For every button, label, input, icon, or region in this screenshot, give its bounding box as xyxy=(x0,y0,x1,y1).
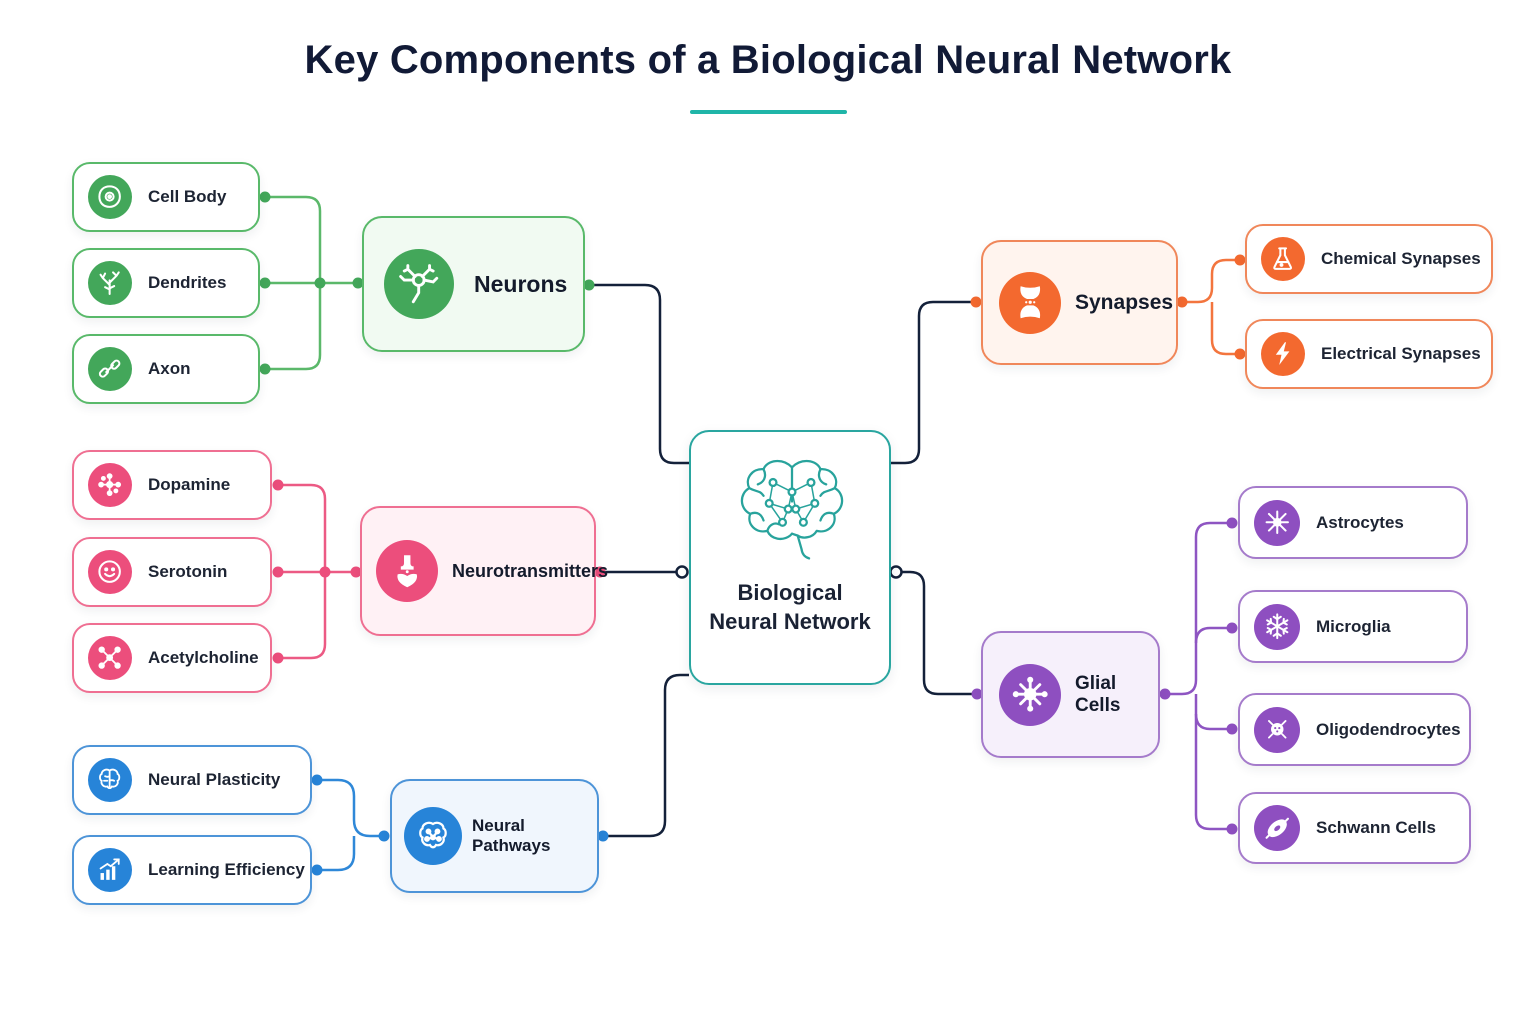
hub-label: Neural Pathways xyxy=(472,816,551,855)
central-node[interactable]: Biological Neural Network xyxy=(689,430,891,685)
leaf-acetylcholine[interactable]: Acetylcholine xyxy=(72,623,272,693)
hub-neurons[interactable]: Neurons xyxy=(362,216,585,352)
title-underline xyxy=(690,110,847,114)
leaf-label: Cell Body xyxy=(148,187,227,206)
molecule-icon xyxy=(88,636,132,680)
brain-network-icon xyxy=(740,459,844,560)
glial-connectors xyxy=(1165,521,1232,831)
leaf-label: Electrical Synapses xyxy=(1321,344,1481,363)
lightning-icon xyxy=(1261,332,1305,376)
smile-icon xyxy=(88,550,132,594)
hub-neural-pathways[interactable]: Neural Pathways xyxy=(390,779,599,893)
leaf-label: Axon xyxy=(148,359,191,378)
leaf-dendrites[interactable]: Dendrites xyxy=(72,248,260,318)
oligo-icon xyxy=(1254,706,1300,753)
leaf-axon[interactable]: Axon xyxy=(72,334,260,404)
star-cell-icon xyxy=(1254,499,1300,546)
leaf-label: Schwann Cells xyxy=(1316,818,1436,837)
central-node-label: Biological Neural Network xyxy=(691,578,889,636)
leaf-cell-body[interactable]: Cell Body xyxy=(72,162,260,232)
brain-icon xyxy=(88,758,132,802)
hub-label: Neurons xyxy=(474,270,568,297)
hub-synapses[interactable]: Synapses xyxy=(981,240,1178,365)
hub-label: Synapses xyxy=(1075,290,1174,314)
molecule-icon xyxy=(88,463,132,507)
leaf-learning-efficiency[interactable]: Learning Efficiency xyxy=(72,835,312,905)
hub-neurotransmitters[interactable]: Neurotransmitters xyxy=(360,506,608,636)
central-label-line1: Biological xyxy=(737,580,843,605)
leaf-schwann-cells[interactable]: Schwann Cells xyxy=(1238,792,1471,864)
leaf-label: Oligodendrocytes xyxy=(1316,719,1461,739)
leaf-dopamine[interactable]: Dopamine xyxy=(72,450,272,520)
glial-icon xyxy=(999,663,1061,726)
synapses-connectors xyxy=(1182,258,1240,356)
hub-glial-cells[interactable]: Glial Cells xyxy=(981,631,1160,758)
chart-up-icon xyxy=(88,848,132,892)
leaf-label: Serotonin xyxy=(148,562,228,581)
leaf-label: Neural Plasticity xyxy=(148,770,281,789)
cell-icon xyxy=(88,175,132,219)
hub-label: Glial Cells xyxy=(1075,672,1121,716)
connector-dots xyxy=(259,191,1246,876)
chain-icon xyxy=(88,347,132,391)
leaf-astrocytes[interactable]: Astrocytes xyxy=(1238,486,1468,559)
leaf-label: Chemical Synapses xyxy=(1321,249,1481,268)
neurons-connectors xyxy=(265,195,358,371)
leaf-serotonin[interactable]: Serotonin xyxy=(72,537,272,607)
leaf-label: Acetylcholine xyxy=(148,648,259,667)
snowflake-icon xyxy=(1254,603,1300,650)
leaf-label: Astrocytes xyxy=(1316,512,1404,532)
flask-icon xyxy=(1261,237,1305,281)
schwann-icon xyxy=(1254,805,1300,851)
leaf-label: Dopamine xyxy=(148,475,231,494)
neurotransmitters-connectors xyxy=(278,483,356,660)
leaf-neural-plasticity[interactable]: Neural Plasticity xyxy=(72,745,312,815)
hub-label: Neurotransmitters xyxy=(452,560,609,581)
leaf-label: Microglia xyxy=(1316,616,1391,636)
leaf-electrical-synapses[interactable]: Electrical Synapses xyxy=(1245,319,1493,389)
leaf-chemical-synapses[interactable]: Chemical Synapses xyxy=(1245,224,1493,294)
leaf-microglia[interactable]: Microglia xyxy=(1238,590,1468,663)
central-label-line2: Neural Network xyxy=(709,609,871,634)
pathways-connectors xyxy=(317,778,384,872)
leaf-oligodendrocytes[interactable]: Oligodendrocytes xyxy=(1238,693,1471,766)
hub-connectors xyxy=(589,283,977,838)
synapse-icon xyxy=(376,540,438,602)
neuron-icon xyxy=(384,249,454,319)
pathway-brain-icon xyxy=(404,807,462,865)
synapse-icon xyxy=(999,271,1061,334)
branch-icon xyxy=(88,261,132,305)
diagram-title: Key Components of a Biological Neural Ne… xyxy=(304,38,1232,82)
leaf-label: Dendrites xyxy=(148,273,227,292)
leaf-label: Learning Efficiency xyxy=(148,860,305,879)
